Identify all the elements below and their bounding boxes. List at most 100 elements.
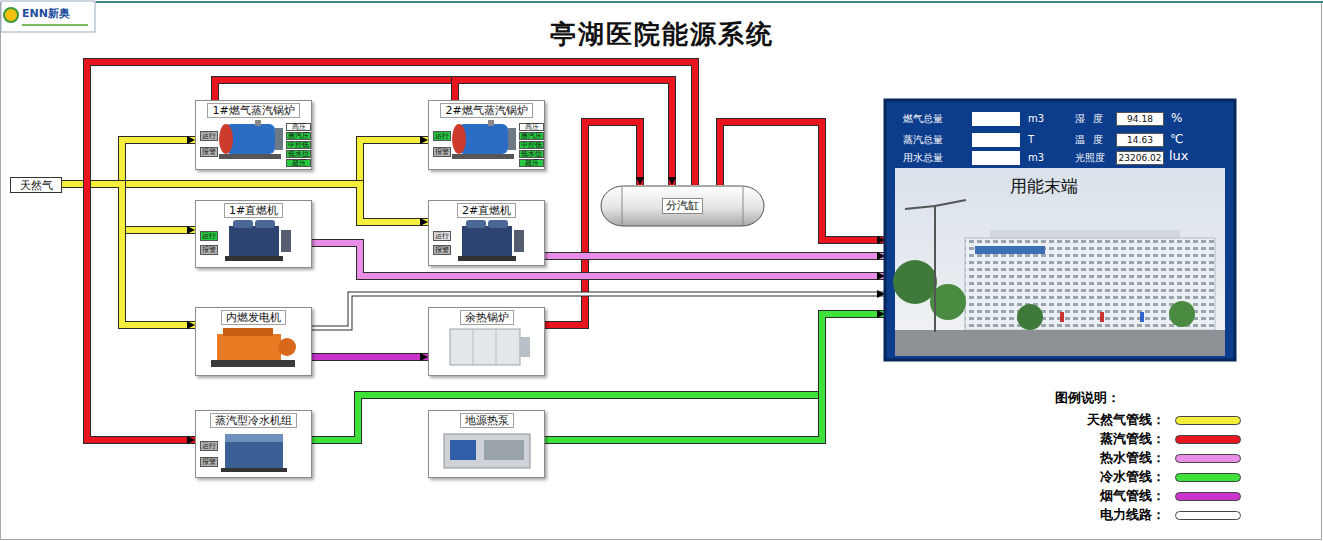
panel-field-label: 湿度 [1075,112,1111,126]
arrowhead [187,136,195,144]
indicator-text: 超压 [525,160,539,167]
legend-text: 冷水管线： [1100,469,1165,485]
legend-text: 蒸汽管线： [1100,431,1165,447]
pipe-fill [312,294,885,328]
pump-compressor [450,440,476,460]
box-ground [428,410,545,478]
pipe-connector [545,310,885,440]
indicator-text: 蒸汽压 [288,133,309,140]
panel-ground [885,100,1235,360]
absorption-unit-illustration [458,220,524,261]
panel-field-label: ℃ [1170,132,1183,146]
indicator-text: 超压 [292,160,306,167]
arrowhead [420,218,428,226]
status-indicator: 蒸汽压 [286,132,311,140]
indicator-text: 94.18 [1127,115,1153,124]
panel-field-label: 燃气总量 [903,112,943,126]
box-ground [195,307,312,376]
logo-mark [4,8,18,22]
hrsg-seam [473,329,474,365]
equipment-name: 2#直燃机 [457,203,516,218]
header-seam [622,187,623,225]
equipment-box: 蒸汽型冷水机组运行报警 [195,410,312,478]
node-text: 分汽缸 [662,198,703,214]
pipe-fill [312,354,428,360]
status-indicator: 报警 [433,147,451,157]
indicator-text: 报警 [435,149,449,156]
node-text: 用能末端 [1010,176,1078,196]
box-ground [428,100,545,170]
equipment-box: 1#直燃机运行报警 [195,200,312,268]
indicator-text: 运行 [202,133,216,140]
boiler-stack [255,120,261,126]
tree [1169,301,1195,327]
equipment-box: 1#燃气蒸汽锅炉运行报警高压蒸汽压中控低低水位超压 [195,100,312,170]
diagram-title: 亭湖医院能源系统 [0,18,1323,50]
indicator-text: 报警 [202,149,216,156]
status-indicator: 高压 [519,123,544,131]
equipment-box: 地源热泵 [428,410,545,478]
pipe-outline [62,184,428,222]
indicator-text: 中控低 [521,142,542,149]
indicator-text: 运行 [202,443,216,450]
engine-flywheel [278,338,296,356]
page-frame [1,3,1322,540]
pipe-connector [62,184,195,234]
boiler-illustration [452,120,516,159]
unit-drum [255,220,275,228]
pump-casing [444,434,530,468]
flag [1060,312,1064,322]
flag [1100,312,1104,322]
empty-field [972,133,1020,147]
pipe-connector [62,184,195,329]
boiler-stack [488,120,494,126]
panel-field-label: 用水总量 [903,151,943,165]
equipment-name: 1#燃气蒸汽锅炉 [207,103,299,118]
flag [1140,312,1144,322]
pipe-outline [312,294,885,328]
indicator-text: 运行 [435,233,449,240]
panel-field-label: 蒸汽总量 [903,133,943,147]
empty-field [972,112,1020,126]
panel-field-label: m3 [1028,112,1044,126]
pipe-fill [62,184,195,325]
absorption-unit-illustration [225,220,291,261]
status-indicator: 报警 [433,245,451,255]
indicator-text: 低水位 [288,151,309,158]
box-ground [428,307,545,376]
status-indicator: 蒸汽压 [519,132,544,140]
pipe-connector [312,310,885,440]
chiller-base [221,468,287,472]
pipe-outline [87,62,695,440]
empty-field [972,151,1020,165]
equipment-name: 地源热泵 [460,413,514,428]
panel-field-label: 光照度 [1075,151,1105,165]
arrowhead [636,177,644,185]
pipe-fill [545,314,885,440]
chiller-illustration [221,434,287,472]
indicator-text: 报警 [202,459,216,466]
unit-base [458,256,516,261]
header-seam [743,187,744,225]
boiler-base [219,154,281,159]
status-indicator: 低水位 [519,150,544,158]
legend-text: 烟气管线： [1100,488,1165,504]
pump-exchanger [484,440,524,460]
header-shell [601,186,764,226]
road [895,330,1225,356]
box-ground [195,410,312,478]
box-ground [195,100,312,170]
hrsg-casing [450,329,520,365]
indicator-text: 报警 [202,247,216,254]
pipe-outline [312,243,885,276]
pipe-outline [545,252,885,260]
status-indicator: 14.63 [1116,133,1164,147]
status-indicator: 报警 [200,147,218,157]
status-indicator: 超压 [519,159,544,167]
pipe-connector [545,252,885,260]
status-indicator: 中控低 [519,141,544,149]
status-indicator: 报警 [200,245,218,255]
tree [1017,304,1043,330]
pipe-connector [62,136,195,184]
pipe-fill [545,253,885,259]
